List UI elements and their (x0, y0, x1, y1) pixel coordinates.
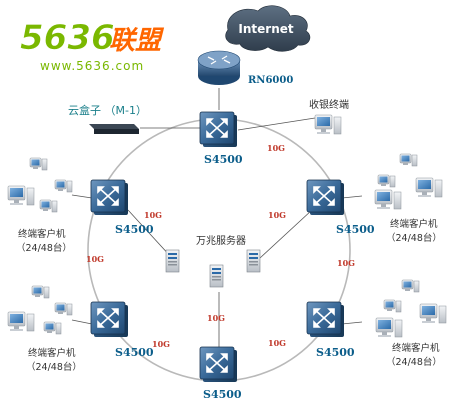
switch-bottom-label: S4500 (203, 388, 242, 401)
link-label-bottom-inner: 10G (207, 313, 225, 323)
logo-url: www.5636.com (40, 59, 144, 73)
switch-left-upper (90, 179, 129, 216)
cables (71, 88, 363, 347)
internet-cloud: Internet (225, 5, 311, 52)
clients-right-lower-count: （24/48台） (386, 356, 442, 368)
server-label: 万兆服务器 (196, 234, 246, 247)
switch-right-lower (306, 301, 345, 338)
cloud-box: 云盒子 （M-1） (68, 103, 147, 134)
logo-brand: 联盟 (109, 26, 165, 56)
switch-bottom (199, 346, 238, 383)
link-label-right-upper-inner: 10G (268, 210, 286, 220)
clients-right-upper-name: 终端客户机 (390, 218, 438, 230)
clients-left-upper: 终端客户机 （24/48台） (7, 157, 73, 254)
link-label-top-right: 10G (267, 143, 285, 153)
cashier-label: 收银终端 (309, 98, 349, 111)
link-label-right-lower: 10G (268, 338, 286, 348)
switch-top-label: S4500 (204, 153, 243, 166)
clients-left-lower-count: （24/48台） (26, 361, 82, 373)
switch-top (199, 111, 238, 148)
switch-left-lower-label: S4500 (115, 346, 154, 359)
link-label-left-upper-inner: 10G (144, 210, 162, 220)
link-label-right-mid: 10G (337, 258, 355, 268)
router: RN6000 (197, 50, 293, 86)
clients-right-lower: 终端客户机 （24/48台） (375, 279, 447, 368)
switch-left-upper-label: S4500 (115, 223, 154, 236)
switch-right-upper-label: S4500 (336, 223, 375, 236)
clients-right-lower-name: 终端客户机 (392, 342, 440, 354)
router-label: RN6000 (248, 75, 293, 86)
server-group: 万兆服务器 (165, 234, 261, 288)
internet-label: Internet (238, 22, 293, 36)
clients-left-upper-name: 终端客户机 (18, 228, 66, 240)
clients-left-upper-count: （24/48台） (16, 242, 72, 254)
cloudbox-label: 云盒子 （M-1） (68, 103, 147, 117)
link-label-left-mid: 10G (86, 254, 104, 264)
clients-right-upper: 终端客户机 （24/48台） (374, 153, 443, 244)
clients-left-lower: 终端客户机 （24/48台） (7, 285, 82, 373)
link-label-left-lower: 10G (152, 339, 170, 349)
switch-left-lower (90, 301, 129, 338)
switch-right-lower-label: S4500 (316, 346, 355, 359)
brand-logo: 5636 联盟 www.5636.com (20, 18, 165, 73)
cashier-terminal: 收银终端 (309, 98, 349, 135)
clients-right-upper-count: （24/48台） (386, 232, 442, 244)
clients-left-lower-name: 终端客户机 (28, 347, 76, 359)
logo-number: 5636 (20, 18, 115, 58)
switch-right-upper (306, 179, 345, 216)
